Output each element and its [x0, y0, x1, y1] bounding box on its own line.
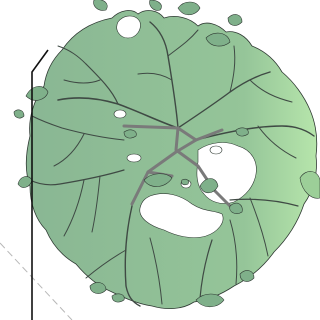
canopy-gap-small-1 [127, 154, 141, 162]
leaf-18 [236, 128, 248, 136]
canopy-gap-small-2 [210, 146, 222, 154]
leaf-7 [228, 15, 242, 26]
leaf-15 [112, 294, 124, 302]
canopy-gap-small-4 [114, 110, 126, 118]
leaf-14 [90, 283, 106, 294]
leaf-12 [230, 203, 243, 213]
leaf-2 [14, 110, 24, 118]
leaf-19 [124, 130, 136, 138]
leaf-17 [181, 179, 188, 185]
leaf-16 [240, 271, 254, 282]
